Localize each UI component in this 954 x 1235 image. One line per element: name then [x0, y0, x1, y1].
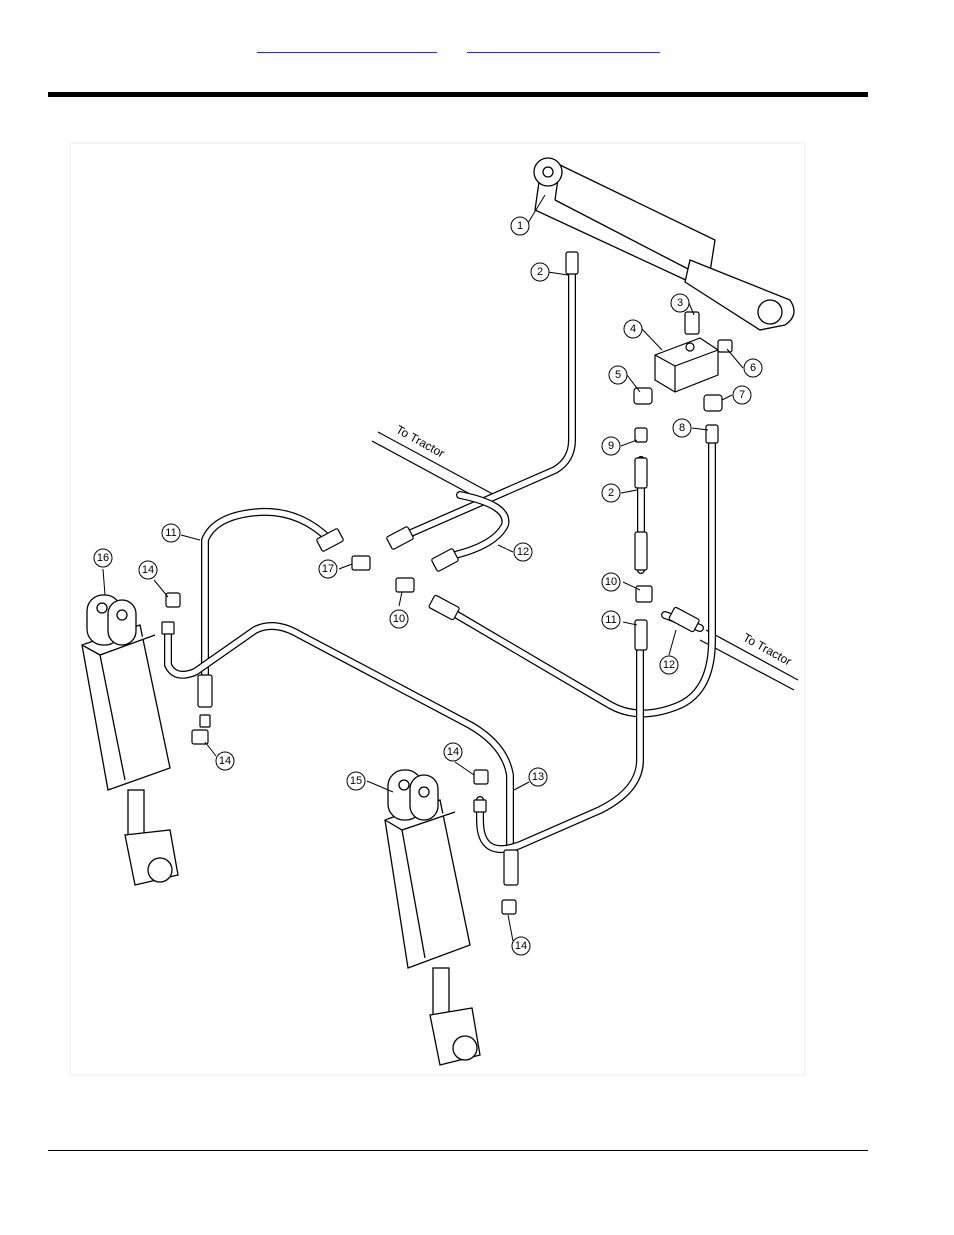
callout-label: 17	[322, 563, 334, 575]
callout-label: 11	[165, 527, 176, 539]
cylinder-1	[533, 157, 795, 331]
fittings	[161, 251, 733, 915]
callout-label: 3	[677, 297, 683, 309]
top-navigation	[0, 38, 954, 58]
callout-label: 4	[630, 323, 636, 335]
callout-label: 12	[663, 659, 675, 671]
callout-label: 5	[615, 369, 621, 381]
callout-label: 1	[517, 220, 523, 232]
callout-label: 13	[532, 771, 544, 783]
nav-link-1[interactable]	[257, 38, 437, 53]
callout-label: 16	[97, 552, 109, 564]
callout-label: 12	[517, 546, 529, 558]
callout-label: 15	[350, 775, 362, 787]
cylinder-15	[384, 769, 481, 1066]
footer-rule	[48, 1150, 868, 1151]
callout-label: 11	[605, 614, 616, 626]
callout-label: 7	[739, 389, 745, 401]
hoses	[164, 266, 716, 884]
callout-label: 10	[393, 613, 405, 625]
header-rule	[48, 92, 868, 97]
callout-label: 14	[142, 564, 154, 576]
callout-label: 9	[608, 440, 614, 452]
callout-circles	[93, 216, 763, 956]
nav-link-2[interactable]	[467, 38, 660, 53]
cylinder-16	[81, 594, 179, 886]
callout-label: 10	[605, 576, 617, 588]
callout-label: 14	[447, 746, 459, 758]
callout-label: 14	[515, 940, 527, 952]
diagram-frame	[69, 142, 806, 1076]
callout-label: 6	[750, 362, 756, 374]
callout-label: 2	[608, 487, 614, 499]
callout-label: 2	[537, 266, 543, 278]
callout-label: 8	[679, 422, 685, 434]
callout-numbers: 1 2 3 4 6 5 7 8 9 2 11 12 17 10 16 14 10…	[97, 220, 756, 952]
leader-lines	[102, 194, 744, 942]
callout-label: 14	[219, 755, 231, 767]
